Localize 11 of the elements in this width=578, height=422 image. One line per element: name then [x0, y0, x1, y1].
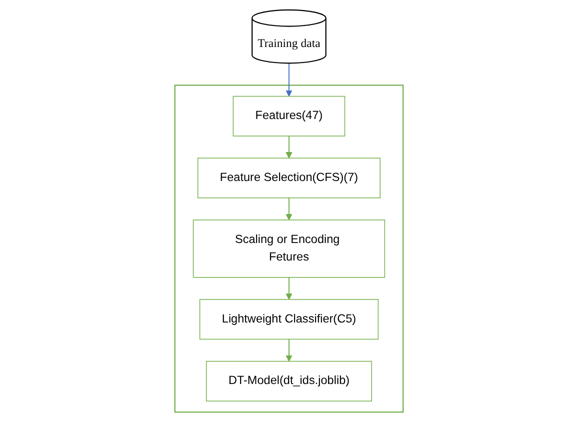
- node-box: Feature Selection(CFS)(7): [197, 158, 380, 198]
- node-box: Lightweight Classifier(C5): [199, 299, 379, 340]
- cluster: [174, 84, 404, 413]
- node-box: Scaling or Encoding Fetures: [192, 220, 386, 278]
- node-box: Features(47): [232, 96, 346, 136]
- arrow: [286, 62, 292, 97]
- arrow: [286, 338, 292, 362]
- arrow: [286, 197, 292, 220]
- node-box: DT-Model(dt_ids.joblib): [206, 360, 372, 402]
- arrow: [286, 136, 292, 158]
- arrow: [286, 276, 292, 300]
